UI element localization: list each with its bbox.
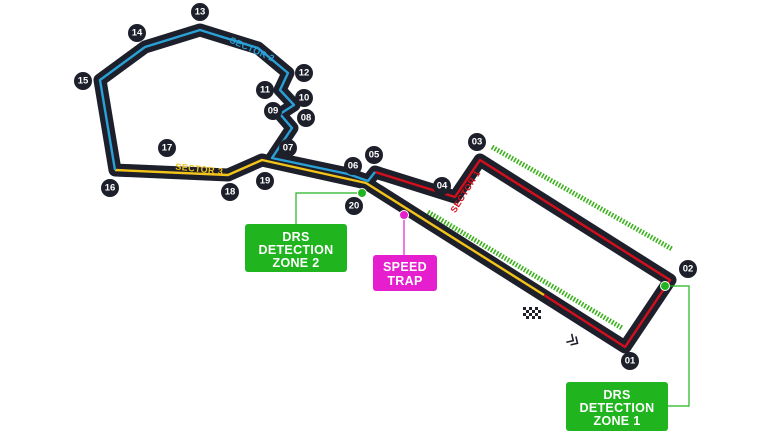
drs-detection-zone-1-line: DETECTION bbox=[580, 401, 655, 415]
corner-marker: 20 bbox=[345, 197, 363, 215]
svg-text:09: 09 bbox=[268, 106, 279, 117]
svg-text:02: 02 bbox=[683, 264, 694, 275]
speed-trap-point bbox=[399, 210, 409, 220]
corner-marker: 18 bbox=[221, 183, 239, 201]
sector-3-line bbox=[114, 158, 545, 297]
corner-marker: 08 bbox=[297, 109, 315, 127]
detection-zone-2-leader bbox=[295, 192, 362, 224]
drs-detection-zone-2-line: DETECTION bbox=[259, 243, 334, 257]
double-chevron-right-icon bbox=[566, 333, 579, 346]
svg-text:20: 20 bbox=[349, 201, 360, 212]
corner-marker: 11 bbox=[256, 81, 274, 99]
corner-markers: 01 02 03 04 05 06 07 08 09 10 11 12 13 1… bbox=[74, 3, 697, 370]
svg-text:14: 14 bbox=[132, 28, 143, 39]
svg-text:19: 19 bbox=[260, 176, 271, 187]
corner-marker: 12 bbox=[295, 64, 313, 82]
drs-detection-zone-1-line: DRS bbox=[603, 388, 630, 402]
svg-text:10: 10 bbox=[299, 93, 310, 104]
detection-zone-1-leader bbox=[665, 285, 690, 407]
corner-marker: 17 bbox=[158, 139, 176, 157]
svg-text:13: 13 bbox=[195, 7, 206, 18]
corner-marker: 16 bbox=[101, 179, 119, 197]
speed-trap-line: TRAP bbox=[387, 274, 422, 288]
detection-point-zone-1 bbox=[660, 281, 670, 291]
svg-text:07: 07 bbox=[283, 143, 294, 154]
sector-2-line bbox=[98, 28, 376, 183]
corner-marker: 05 bbox=[365, 146, 383, 164]
speed-trap-line: SPEED bbox=[383, 260, 427, 274]
drs-detection-zone-1-box: DRS DETECTION ZONE 1 bbox=[566, 382, 668, 431]
drs-detection-zone-2-box: DRS DETECTION ZONE 2 bbox=[245, 224, 347, 272]
checkered-flag-icon bbox=[523, 307, 541, 321]
drs-zones bbox=[426, 144, 674, 331]
track-outline bbox=[93, 23, 677, 354]
sector-3-label: SECTOR 3 bbox=[175, 162, 224, 177]
svg-text:01: 01 bbox=[625, 356, 636, 367]
corner-marker: 01 bbox=[621, 352, 639, 370]
corner-marker: 19 bbox=[256, 172, 274, 190]
drs-detection-zone-2-line: ZONE 2 bbox=[273, 256, 320, 270]
svg-text:11: 11 bbox=[260, 85, 271, 96]
svg-text:06: 06 bbox=[348, 161, 359, 172]
corner-marker: 03 bbox=[468, 133, 486, 151]
detection-point-zone-2 bbox=[357, 188, 367, 198]
svg-text:17: 17 bbox=[162, 143, 173, 154]
corner-marker: 02 bbox=[679, 260, 697, 278]
svg-text:03: 03 bbox=[472, 137, 483, 148]
corner-marker: 13 bbox=[191, 3, 209, 21]
svg-text:12: 12 bbox=[299, 68, 310, 79]
speed-trap-box: SPEED TRAP bbox=[373, 255, 437, 291]
corner-marker: 10 bbox=[295, 89, 313, 107]
corner-marker: 07 bbox=[279, 139, 297, 157]
svg-text:18: 18 bbox=[225, 187, 236, 198]
svg-text:04: 04 bbox=[437, 181, 448, 192]
svg-text:16: 16 bbox=[105, 183, 116, 194]
corner-marker: 09 bbox=[264, 102, 282, 120]
drs-detection-zone-1-line: ZONE 1 bbox=[594, 414, 641, 428]
corner-marker: 06 bbox=[344, 157, 362, 175]
corner-marker: 04 bbox=[433, 177, 451, 195]
drs-zone-main-straight bbox=[426, 209, 624, 331]
svg-text:05: 05 bbox=[369, 150, 380, 161]
drs-zone-back-straight bbox=[490, 144, 674, 252]
corner-marker: 14 bbox=[128, 24, 146, 42]
svg-text:08: 08 bbox=[301, 113, 312, 124]
corner-marker: 15 bbox=[74, 72, 92, 90]
drs-detection-zone-2-line: DRS bbox=[282, 230, 309, 244]
svg-text:15: 15 bbox=[78, 76, 89, 87]
